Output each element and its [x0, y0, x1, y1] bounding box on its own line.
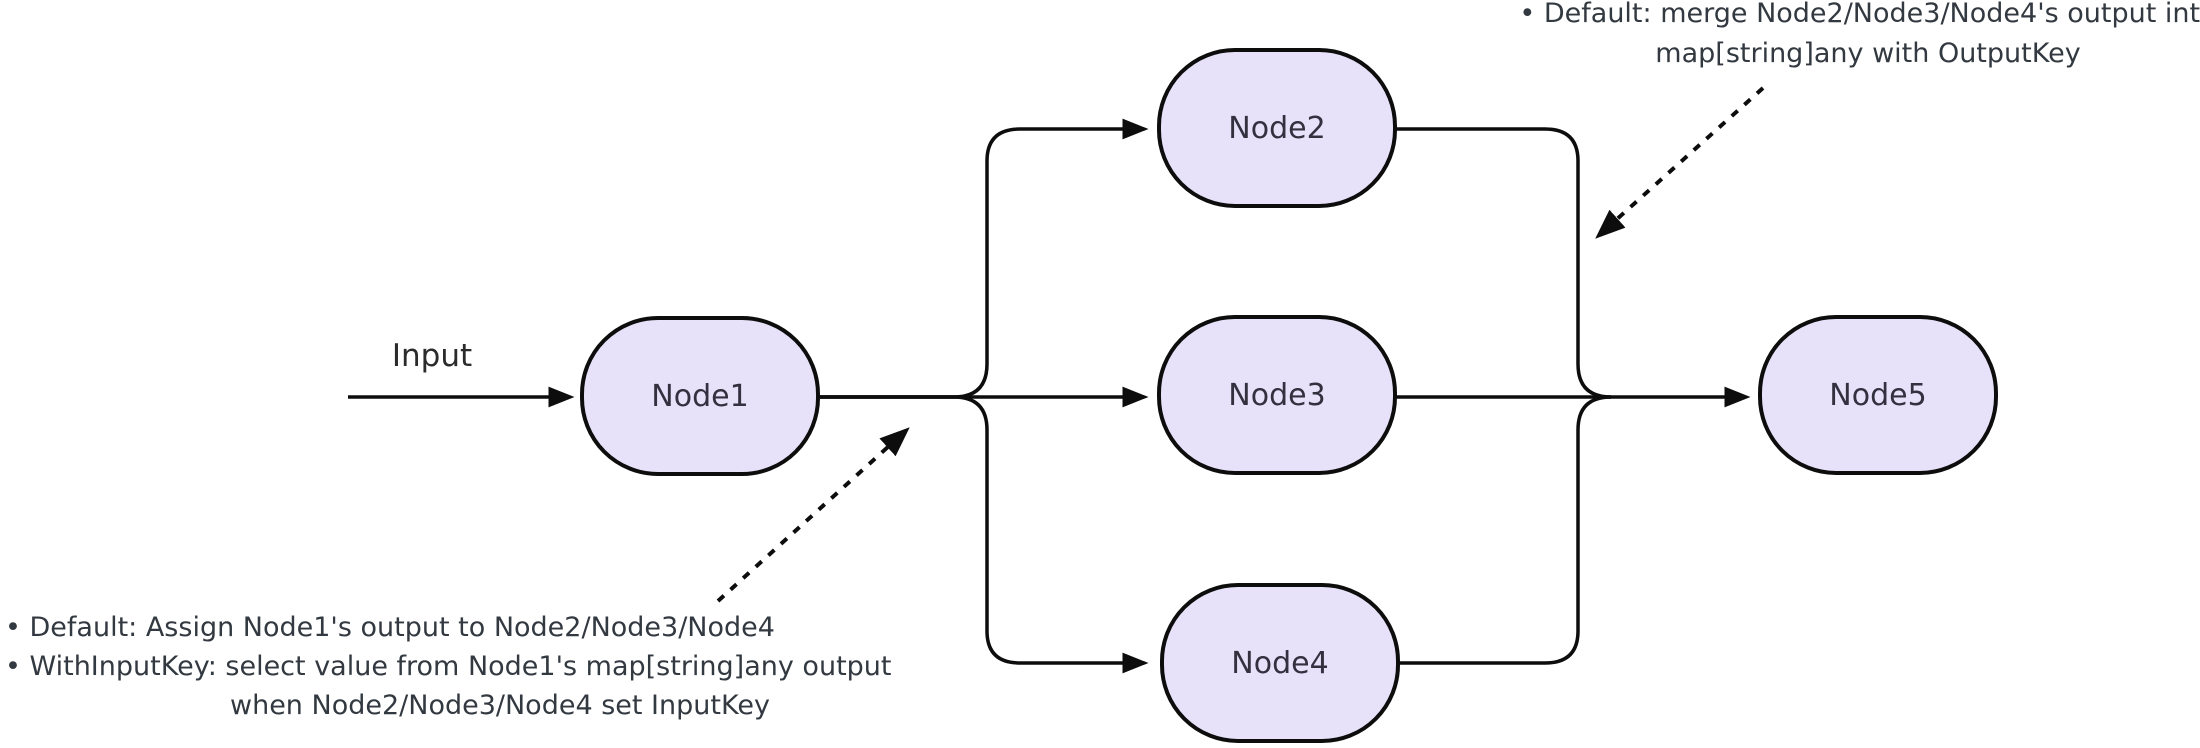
- annotation-input-assign-line3: when Node2/Node3/Node4 set InputKey: [230, 690, 770, 721]
- node-node5-label: Node5: [1829, 377, 1927, 413]
- node-node2: Node2: [1157, 48, 1397, 208]
- node-node3: Node3: [1157, 315, 1397, 475]
- node-node1-label: Node1: [651, 378, 749, 414]
- edge-node4-to-merge: [1399, 395, 1612, 665]
- edge-node1-to-node4: [820, 395, 1149, 674]
- input-edge-label: Input: [391, 338, 473, 374]
- annotation-input-assign-line2: • WithInputKey: select value from Node1'…: [5, 651, 892, 682]
- node-node2-label: Node2: [1228, 110, 1326, 146]
- node-node3-label: Node3: [1228, 377, 1326, 413]
- annotation-output-merge-line2: map[string]any with OutputKey: [1655, 38, 2081, 69]
- edge-node2-to-merge: [1396, 127, 1612, 399]
- node-node4: Node4: [1160, 583, 1400, 743]
- dashed-arrow-bottom-annotation: [716, 427, 910, 603]
- annotation-output-merge-line1: • Default: merge Node2/Node3/Node4's out…: [1519, 0, 2200, 29]
- annotation-input-assign: • Default: Assign Node1's output to Node…: [5, 608, 925, 725]
- annotation-input-assign-line1: • Default: Assign Node1's output to Node…: [5, 612, 775, 643]
- node-node4-label: Node4: [1231, 645, 1329, 681]
- edge-node1-to-node2: [820, 118, 1149, 399]
- node-node5: Node5: [1758, 315, 1998, 475]
- node-node1: Node1: [580, 316, 820, 476]
- dashed-arrow-top-annotation: [1595, 86, 1765, 239]
- annotation-output-merge: • Default: merge Node2/Node3/Node4's out…: [1518, 0, 2200, 74]
